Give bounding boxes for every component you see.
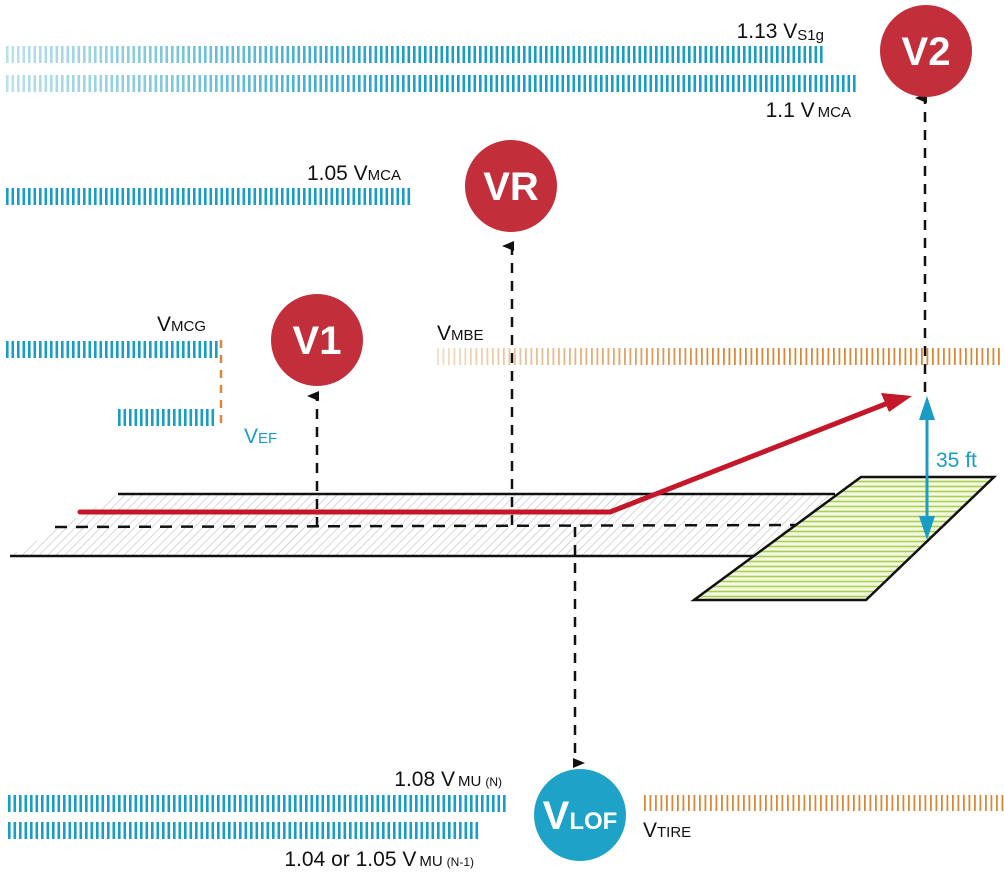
bar-1-05-vmca	[6, 188, 411, 205]
badge-vr: VR	[465, 140, 557, 232]
bar-1-1-vmca	[6, 75, 856, 92]
bar-vef	[118, 409, 215, 426]
bar-1-04-vmu-n1	[8, 822, 479, 839]
label-vtire: VTIRE	[643, 819, 691, 842]
screen-height-indicator: 35 ft	[919, 396, 977, 540]
screen-height-up-arrow	[919, 396, 935, 420]
badge-vlof-text: VLOF	[543, 794, 618, 838]
flight-path-arrowhead	[881, 393, 912, 412]
bar-vtire	[644, 795, 1004, 811]
badge-v2: V2	[880, 5, 972, 97]
speed-arrows	[219, 93, 927, 768]
badge-v2-text: V2	[902, 30, 951, 74]
runway-centerline	[54, 523, 801, 529]
badge-vr-text: VR	[483, 165, 539, 209]
flight-path-line	[77, 400, 891, 515]
label-vef: VEF	[244, 425, 277, 448]
screen-height-label: 35 ft	[936, 449, 977, 472]
screen-height-down-arrow	[919, 516, 935, 540]
badge-v1-text: V1	[293, 319, 342, 363]
flight-path	[77, 393, 912, 515]
bar-vmbe	[437, 348, 1000, 365]
badge-vlof: VLOF	[534, 769, 626, 861]
label-vmcg: VMCG	[157, 313, 206, 336]
bar-vmcg	[6, 341, 218, 358]
badge-v1: V1	[271, 294, 363, 386]
label-1-05-vmca: 1.05 VMCA	[307, 162, 401, 185]
speed-limit-bars	[6, 46, 1004, 839]
clearway-area	[690, 475, 998, 602]
bar-1-13-vs1g	[6, 46, 823, 63]
runway	[10, 492, 835, 558]
bar-1-08-vmu-n	[8, 795, 506, 812]
label-vmbe: VMBE	[437, 322, 484, 345]
label-1-13-vs1g: 1.13 VS1g	[737, 20, 824, 44]
